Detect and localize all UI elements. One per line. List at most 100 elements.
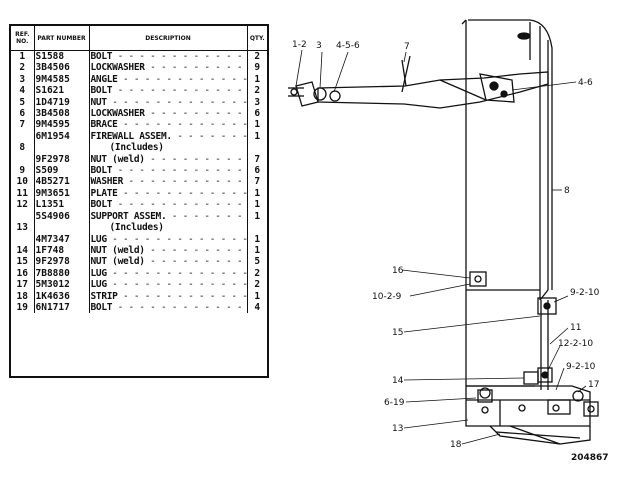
drawing-number: 204867	[571, 453, 609, 463]
part-description-cell: BOLT - - - - - - - - - - - - - - - - - -	[89, 85, 248, 97]
part-description-cell: LOCKWASHER - - - - - - - - - - - - - - -…	[89, 62, 248, 74]
header-part-number: PART NUMBER	[34, 26, 90, 51]
part-number-cell: 9F2978	[34, 153, 90, 166]
leader-dashes: - - - - - - - - - - - - - - - - - -	[112, 233, 246, 245]
callout-15: 15	[392, 328, 403, 338]
part-ref-cell: 19	[11, 301, 35, 314]
part-number-cell: 3B4508	[34, 108, 90, 120]
part-number-cell: 1K4636	[34, 290, 90, 302]
part-ref-cell: 9	[11, 165, 35, 177]
part-number-cell: 6M1954	[34, 130, 90, 143]
part-qty-cell: 1	[254, 73, 261, 85]
part-description-cell: LUG - - - - - - - - - - - - - - - - - -	[89, 267, 248, 280]
part-description-cell: SUPPORT ASSEM. - - - - - - - - - - - - -…	[89, 210, 248, 223]
leader-dashes: - - - - - - - - - - - - - - - - - -	[123, 119, 246, 131]
header-qty: QTY.	[247, 26, 267, 51]
callout-6-19: 6-19	[384, 398, 405, 408]
part-description-cell: NUT - - - - - - - - - - - - - - - - - -	[89, 96, 248, 109]
part-number-cell: S509	[34, 165, 90, 177]
part-description-cell: BRACE - - - - - - - - - - - - - - - - - …	[89, 119, 248, 131]
part-number-cell: 5S4906	[34, 210, 90, 223]
leader-dashes: - - - - - - - - - - - - - - - - - -	[117, 199, 246, 211]
part-number-cell: 9F2978	[34, 256, 90, 268]
part-number-cell: 9M4595	[34, 119, 90, 131]
part-description-cell: NUT (weld) - - - - - - - - - - - - - - -…	[89, 244, 248, 257]
leader-dashes: - - - - - - - - - - - - - - - - - -	[177, 130, 246, 142]
part-qty-cell: 9	[254, 62, 261, 74]
callout-12-2-10: 12-2-10	[558, 339, 593, 349]
callout-11: 11	[570, 323, 581, 333]
part-number-cell: 4B5271	[34, 176, 90, 188]
part-ref-cell	[11, 233, 35, 245]
part-number-cell: 4M7347	[34, 233, 90, 245]
part-qty-cell: 6	[254, 108, 261, 120]
table-header-row: REF. NO. PART NUMBER DESCRIPTION QTY.	[11, 26, 267, 51]
part-qty-cell: 3	[254, 96, 261, 108]
part-ref-cell	[11, 153, 35, 166]
part-qty-cell: 1	[254, 244, 261, 256]
table-row: 8 (Includes)	[11, 142, 267, 154]
callout-1-2: 1-2	[292, 40, 307, 50]
part-ref-cell: 16	[11, 267, 35, 280]
part-description-cell: NUT (weld) - - - - - - - - - - - - - - -…	[89, 153, 248, 166]
part-qty-cell: 1	[254, 130, 261, 142]
part-qty-cell	[247, 142, 267, 153]
leader-dashes: - - - - - - - - - - - - - - - - - -	[117, 51, 246, 62]
part-ref-cell	[11, 130, 35, 143]
part-number-cell	[34, 142, 90, 154]
leader-dashes: - - - - - - - - - - - - - - - - - -	[112, 267, 246, 279]
part-ref-cell: 10	[11, 176, 35, 188]
part-ref-cell	[11, 210, 35, 223]
part-ref-cell: 14	[11, 244, 35, 257]
leader-dashes: - - - - - - - - - - - - - - - - - -	[117, 165, 246, 177]
part-ref-cell: 12	[11, 199, 35, 211]
lug-16	[469, 271, 487, 287]
part-number-cell: 9M4585	[34, 73, 90, 86]
leader-lines	[295, 49, 587, 445]
leader-dashes: - - - - - - - - - - - - - - - - - -	[123, 73, 246, 85]
part-number-cell: S1588	[34, 50, 90, 63]
strip	[489, 425, 591, 445]
part-qty-cell: 1	[254, 210, 261, 222]
part-qty-cell	[247, 222, 267, 233]
leader-dashes: - - - - - - - - - - - - - - - - - -	[128, 176, 246, 188]
part-ref-cell: 8	[11, 142, 35, 154]
part-ref-cell: 18	[11, 290, 35, 302]
leader-dashes: - - - - - - - - - - - - - - - - - -	[150, 244, 246, 256]
part-qty-cell: 1	[254, 290, 261, 302]
part-qty-cell: 1	[254, 119, 261, 131]
part-qty-cell: 2	[254, 51, 261, 62]
table-row: 13(Includes)	[11, 222, 267, 234]
leader-dashes: - - - - - - - - - - - - - - - - - -	[112, 96, 246, 108]
part-qty-cell: 5	[254, 256, 261, 268]
part-number-cell: 5M3012	[34, 279, 90, 291]
part-description-cell: BOLT - - - - - - - - - - - - - - - - - -	[89, 199, 248, 211]
callout-3: 3	[316, 41, 322, 51]
part-qty-cell: 2	[254, 279, 261, 291]
leader-dashes: - - - - - - - - - - - - - - - - - -	[150, 153, 246, 165]
firewall-assembly-diagram: 1-2 3 4-5-6 7 4-6 8 16 10-2-9 9-2-10 15 …	[288, 19, 600, 450]
part-ref-cell: 6	[11, 108, 35, 120]
part-description-cell: (Includes)	[89, 142, 248, 154]
part-description-cell: LUG - - - - - - - - - - - - - - - - - -	[89, 233, 248, 245]
part-ref-cell: 5	[11, 96, 35, 109]
part-qty-cell: 2	[254, 85, 261, 97]
callout-18: 18	[450, 440, 462, 450]
callout-13: 13	[392, 424, 403, 434]
part-qty-cell: 1	[254, 233, 261, 245]
part-description-cell: LUG - - - - - - - - - - - - - - - - - -	[89, 279, 248, 291]
